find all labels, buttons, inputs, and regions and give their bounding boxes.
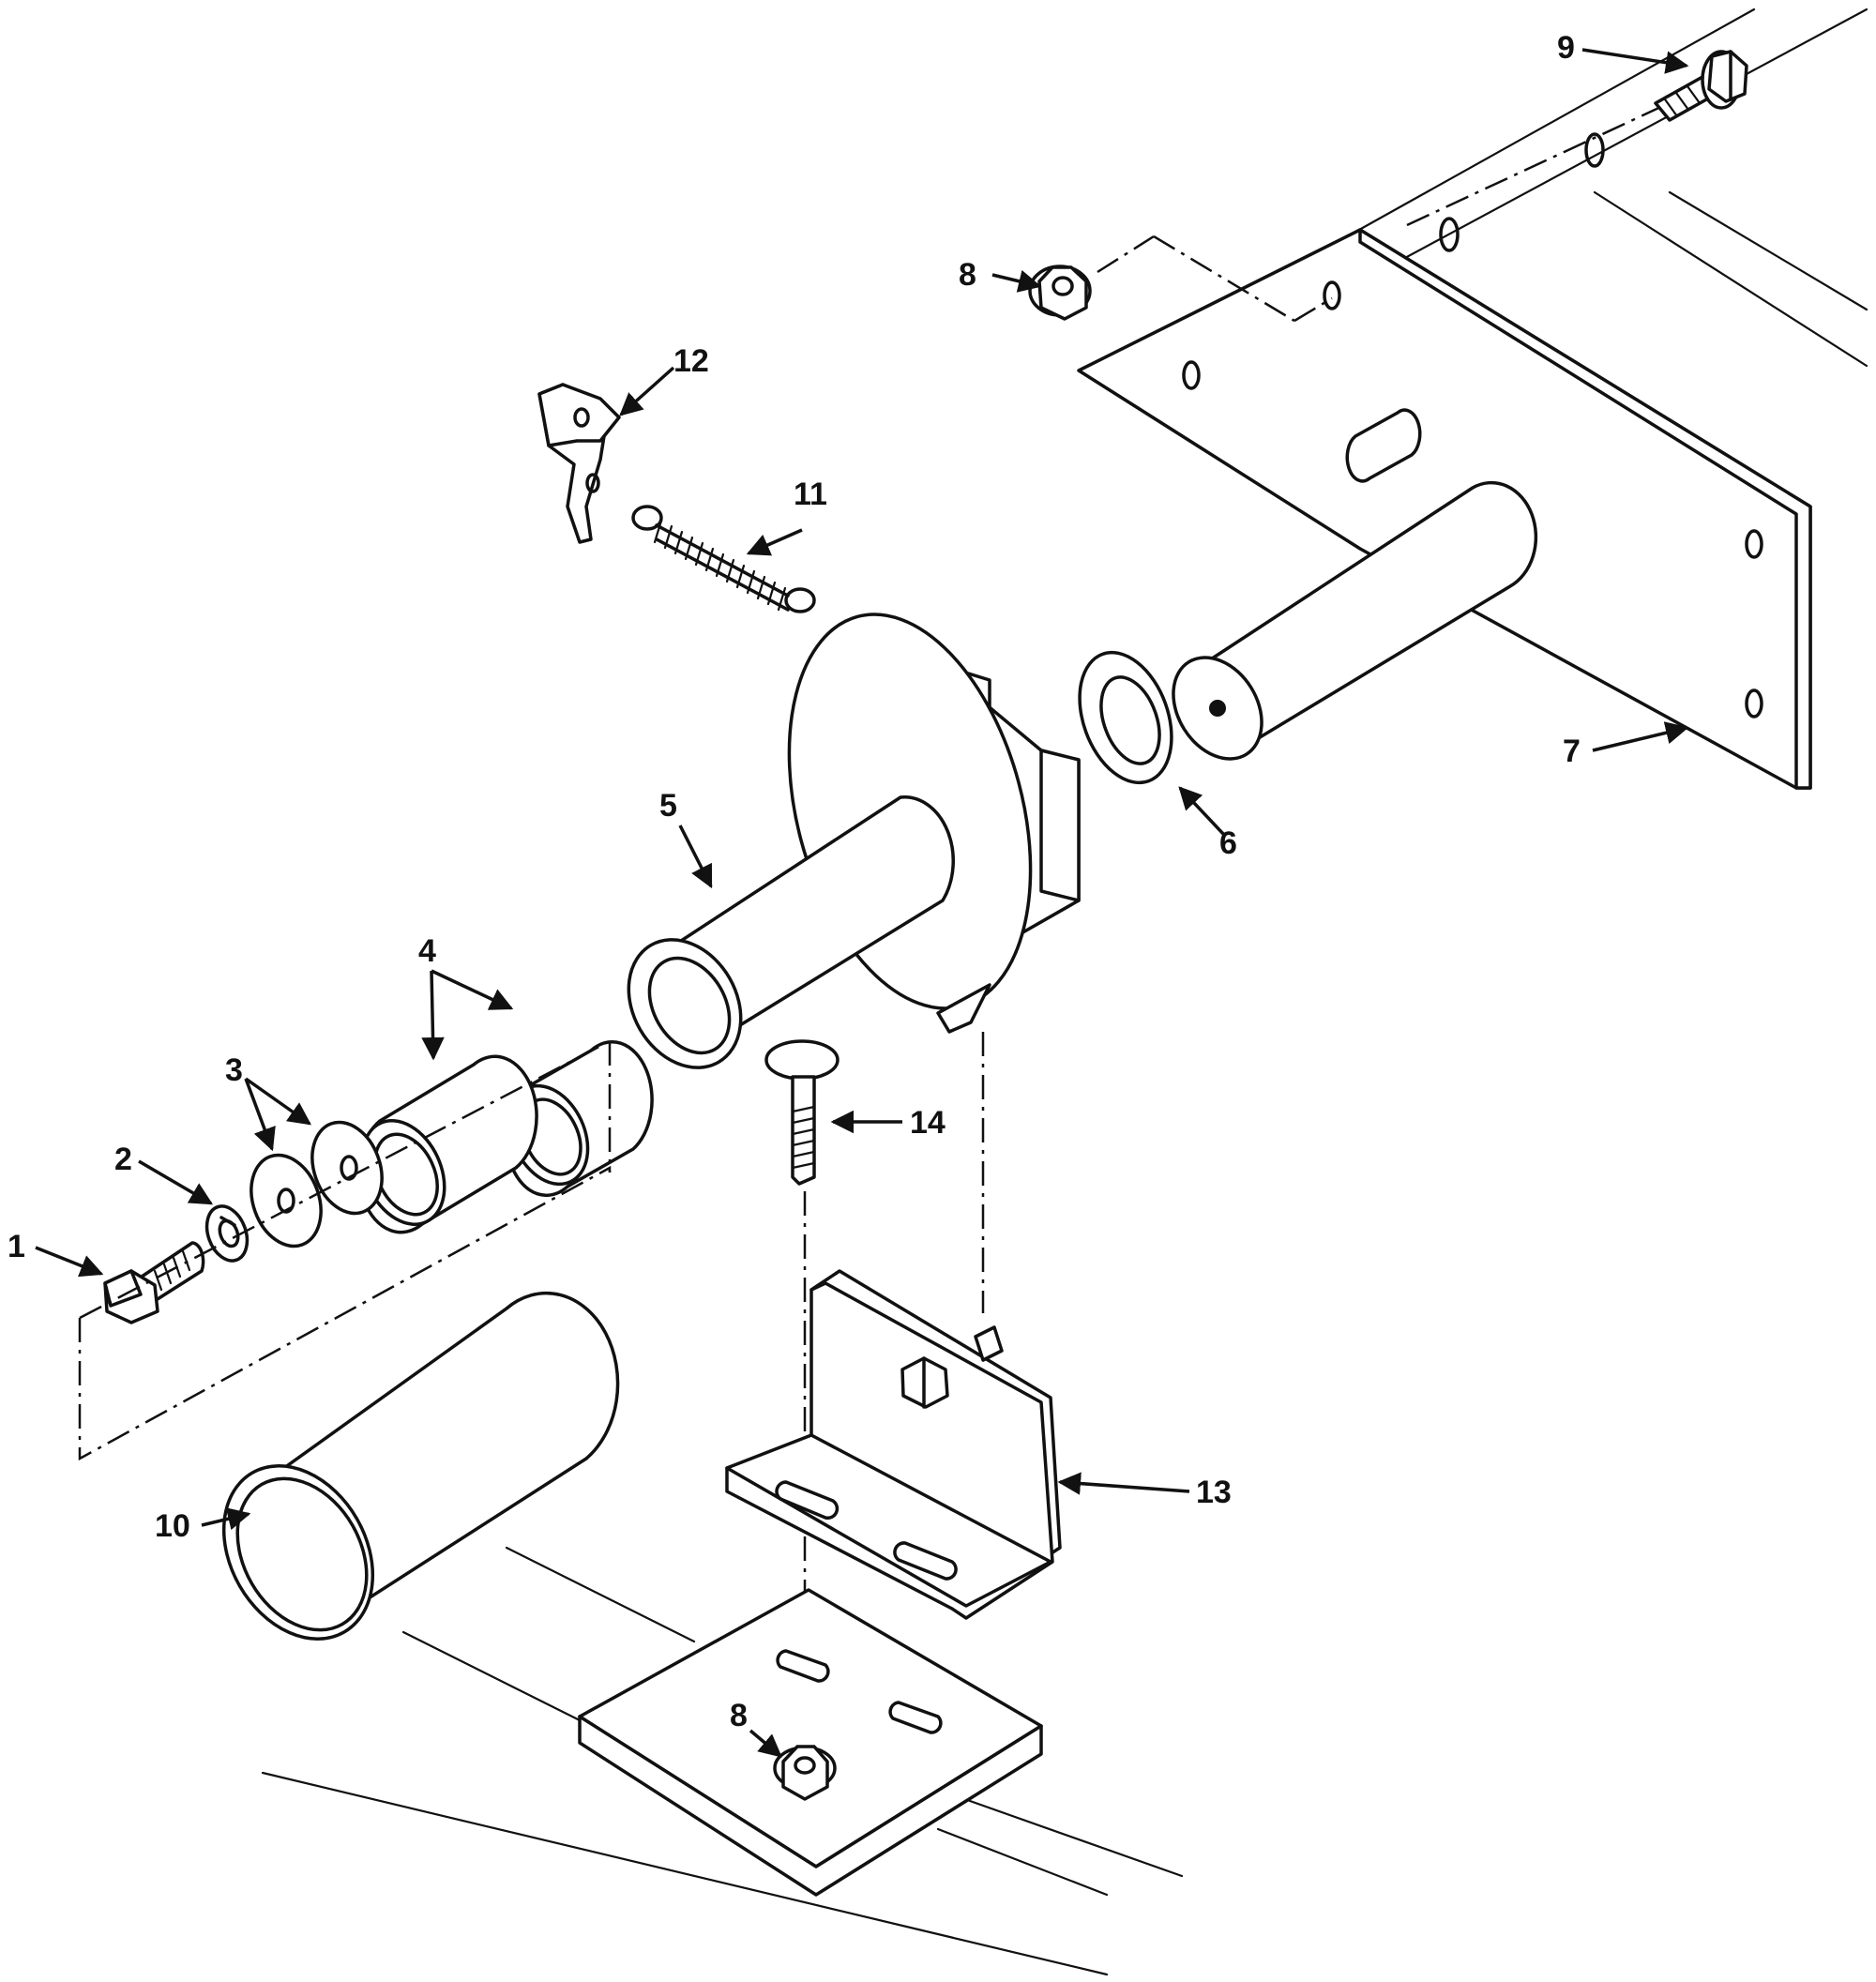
callout-6: 6	[1219, 825, 1237, 861]
flange-bolt	[1654, 50, 1748, 122]
callout-14: 14	[910, 1105, 946, 1141]
thrust-washer	[1078, 650, 1173, 785]
callout-3: 3	[225, 1052, 243, 1088]
bolt-centerline	[78, 1039, 612, 1461]
upper-centerline	[1097, 97, 1680, 323]
callout-11: 11	[794, 477, 827, 512]
callout-8-lower: 8	[730, 1698, 748, 1733]
spring-bracket	[537, 383, 621, 544]
tension-spring	[631, 505, 816, 613]
flange-nut-lower	[773, 1745, 837, 1801]
mounting-plate-shaft	[1077, 228, 1812, 790]
angle-bracket	[725, 1269, 1062, 1620]
flat-washer-pair	[250, 1120, 384, 1248]
callout-8-upper: 8	[959, 257, 976, 293]
callout-10: 10	[155, 1508, 190, 1544]
roller-arm-hub	[627, 613, 1081, 1069]
hex-bolt	[103, 1241, 205, 1324]
callout-13: 13	[1196, 1475, 1232, 1510]
roller	[221, 1291, 620, 1641]
callout-5: 5	[659, 788, 677, 824]
flange-nut-upper	[1028, 265, 1092, 321]
callout-2: 2	[114, 1142, 132, 1177]
callout-labels: 1 2 3 4 5 6 7 8 8 9 10 11 12 13 14	[8, 30, 1581, 1733]
frame-rails	[261, 8, 1868, 1976]
callout-12: 12	[673, 343, 709, 379]
callout-4: 4	[418, 933, 436, 969]
callout-9: 9	[1557, 30, 1575, 66]
lock-washer	[204, 1204, 250, 1263]
callout-1: 1	[8, 1229, 25, 1264]
carriage-bolt	[764, 1039, 840, 1186]
callout-7: 7	[1563, 734, 1581, 769]
leader-lines	[35, 48, 1689, 1758]
base-plate	[578, 1588, 1043, 1897]
